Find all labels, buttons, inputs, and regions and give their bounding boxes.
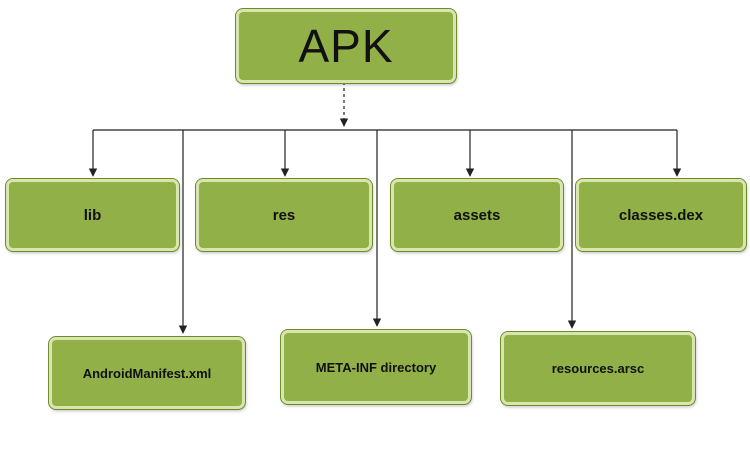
meta-inf-node: META-INF directory <box>280 329 472 405</box>
meta-inf-node-label: META-INF directory <box>315 359 437 375</box>
assets-node: assets <box>390 178 564 252</box>
resources-arsc-node-label: resources.arsc <box>551 361 645 376</box>
res-node-label: res <box>272 206 296 224</box>
classes-dex-node: classes.dex <box>575 178 747 252</box>
apk-node-label: APK <box>298 20 394 72</box>
resources-arsc-node: resources.arsc <box>500 331 696 406</box>
androidmanifest-node: AndroidManifest.xml <box>48 336 246 410</box>
androidmanifest-node-label: AndroidManifest.xml <box>82 365 212 381</box>
lib-node-label: lib <box>83 206 102 224</box>
lib-node: lib <box>5 178 180 252</box>
apk-node: APK <box>235 8 457 84</box>
res-node: res <box>195 178 373 252</box>
classes-dex-node-label: classes.dex <box>618 206 704 224</box>
assets-node-label: assets <box>453 206 501 224</box>
